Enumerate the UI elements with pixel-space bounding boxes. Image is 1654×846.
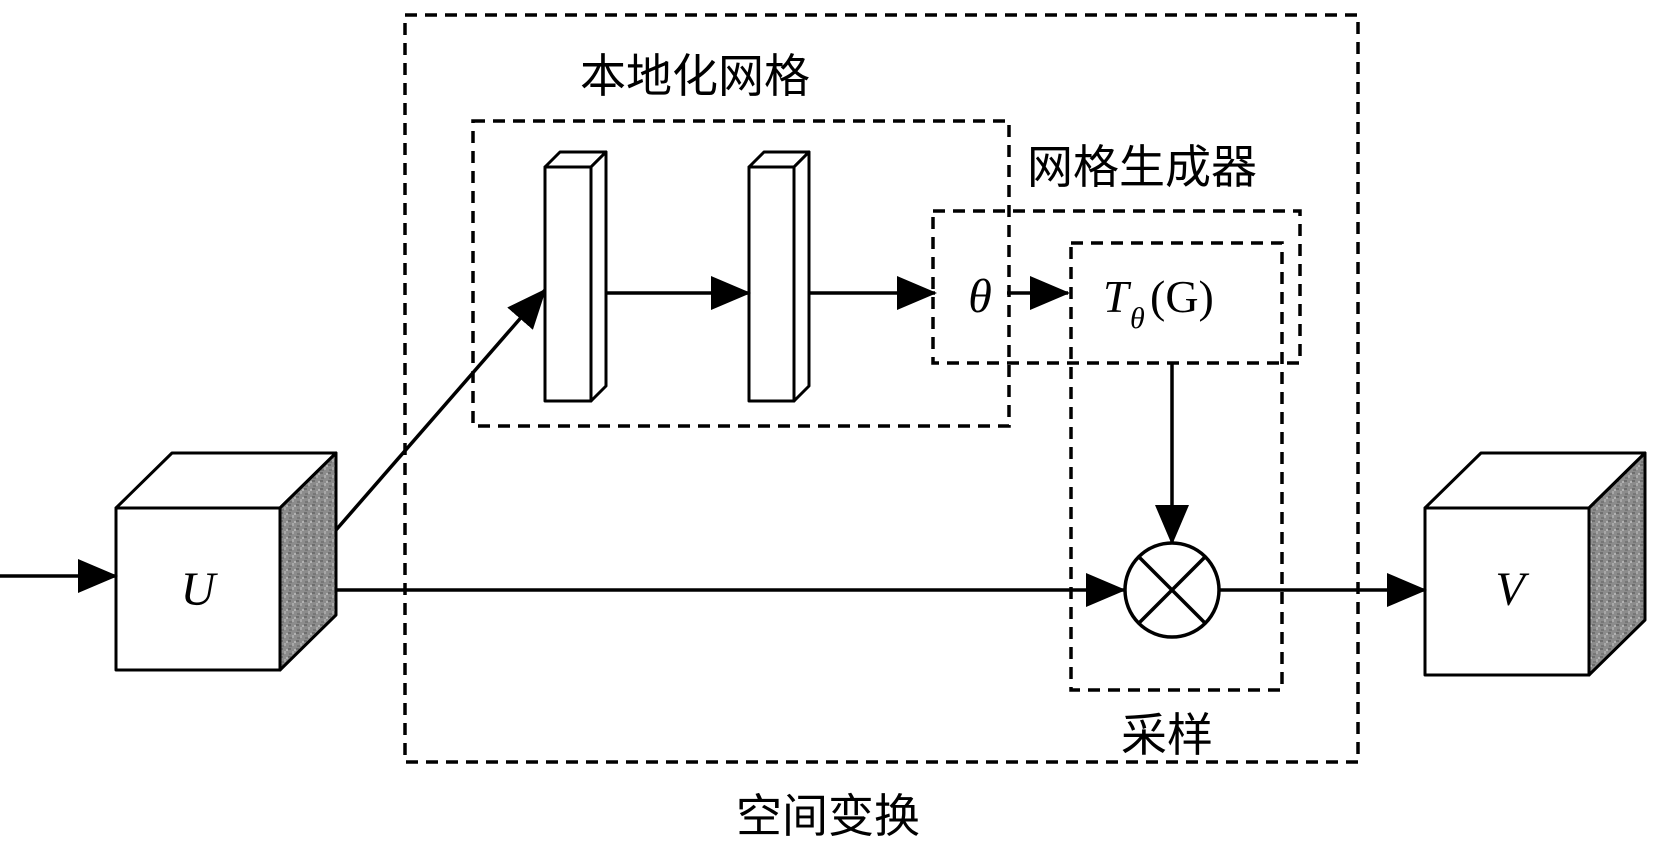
fc-layer-1 xyxy=(543,150,608,403)
output-label: V xyxy=(1495,563,1529,616)
input-cube: U xyxy=(114,451,338,672)
transform-label: T θ (G) xyxy=(1103,271,1214,335)
to-localization-arrow xyxy=(334,288,547,532)
input-label: U xyxy=(181,563,219,616)
theta-label: θ xyxy=(968,270,992,323)
grid-generator-label: 网格生成器 xyxy=(1027,140,1257,194)
transform-subscript: θ xyxy=(1130,302,1145,335)
output-cube: V xyxy=(1423,451,1647,677)
spatial-transform-label: 空间变换 xyxy=(736,789,920,843)
localization-net-label: 本地化网格 xyxy=(580,49,810,103)
spatial-transform-box xyxy=(403,13,1360,764)
multiply-node xyxy=(1123,541,1221,639)
sampler-box xyxy=(1069,241,1284,692)
transform-argument: (G) xyxy=(1150,271,1214,322)
sampler-label: 采样 xyxy=(1121,708,1213,762)
localization-net-box xyxy=(471,119,1011,428)
transform-T: T xyxy=(1103,271,1132,322)
fc-layer-2 xyxy=(747,150,811,403)
